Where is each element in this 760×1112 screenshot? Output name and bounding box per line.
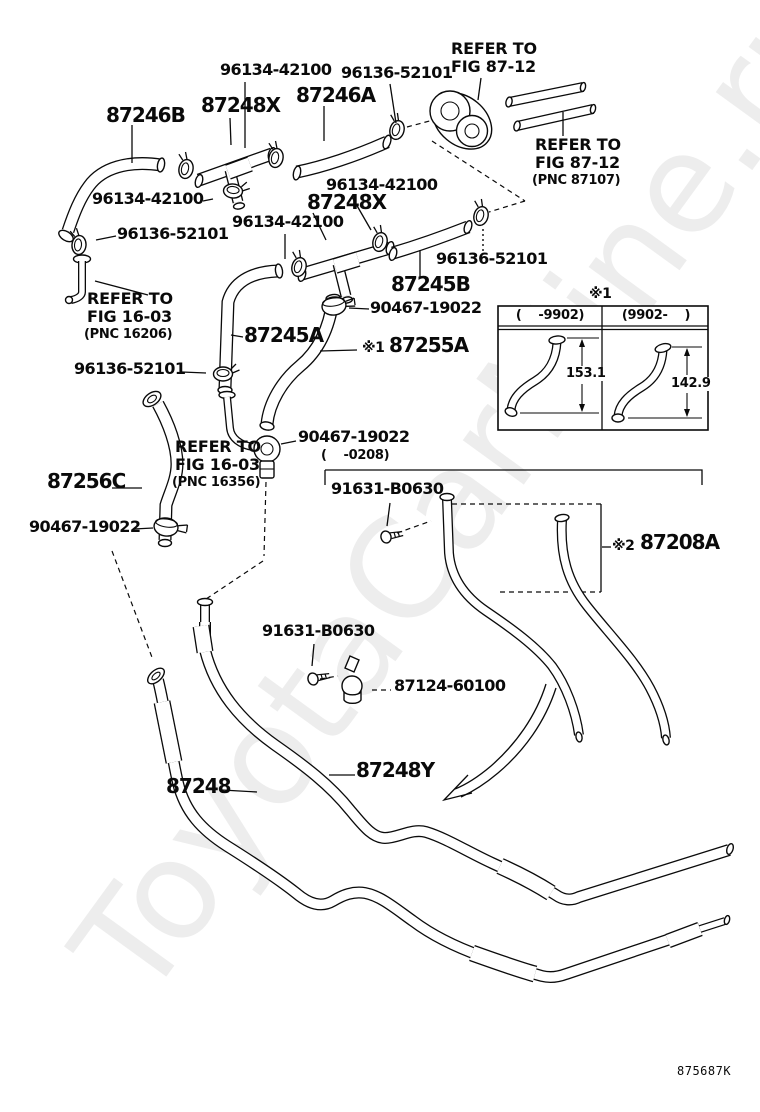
table-hose-late [611, 342, 672, 423]
label-96136-2: 96136-52101 [117, 224, 229, 243]
label-87245a: 87245A [244, 323, 324, 347]
label-87248: 87248 [166, 774, 232, 798]
label-96134-2: 96134-42100 [92, 189, 204, 208]
clamp-icon [468, 196, 493, 228]
label-96134-3: 96134-42100 [232, 212, 344, 231]
label-96134-4: 96134-42100 [326, 175, 438, 194]
label-pnc-16356: (PNC 16356) [172, 475, 261, 490]
label-96136-4: 96136-52101 [74, 359, 186, 378]
water-valve [218, 390, 281, 479]
label-87124: 87124-60100 [394, 676, 506, 695]
label-96136-3: 96136-52101 [436, 249, 548, 268]
hose-87248y [192, 597, 735, 906]
hose-87256c [142, 390, 184, 548]
label-refer-fig8712-top-line2: FIG 87-12 [451, 57, 536, 76]
date-range-bracket [324, 469, 703, 485]
label-date-0208: ( -0208) [321, 448, 390, 463]
label-pnc-87107: (PNC 87107) [532, 173, 621, 188]
direction-arrow-icon [441, 683, 557, 802]
label-96134-1: 96134-42100 [220, 60, 332, 79]
label-pnc-16206: (PNC 16206) [84, 327, 173, 342]
leader-lines [94, 77, 703, 793]
dimension-lines [520, 337, 702, 419]
clip-87124 [341, 655, 363, 705]
label-refer-fig1603-a-line1: REFER TO [87, 289, 173, 308]
label-87208a: 87208A [640, 530, 720, 554]
label-refer-fig1603-b-line1: REFER TO [175, 437, 261, 456]
table-header-early: ( -9902) [515, 308, 585, 323]
label-91631-1: 91631-B0630 [331, 479, 444, 498]
label-90467-3: 90467-19022 [298, 427, 410, 446]
label-87248x-1: 87248X [201, 93, 281, 117]
hose-87248 [147, 667, 731, 984]
hose-87246a [292, 134, 392, 181]
bolt-icon [305, 668, 332, 687]
label-87246b: 87246B [106, 103, 186, 127]
label-refer-fig8712-top-line1: REFER TO [451, 39, 537, 58]
tee-connector-2 [297, 240, 395, 304]
hose-87245b [388, 220, 473, 262]
label-table-mark: ※1 [589, 286, 612, 302]
label-star2-mark: ※2 [612, 538, 635, 554]
table-dim-late: 142.9 [670, 376, 712, 391]
heater-pipes [505, 81, 597, 132]
label-87245b: 87245B [391, 272, 471, 296]
hose-87246b [58, 157, 166, 243]
hose-87208a-2 [554, 513, 671, 746]
label-87248x-2: 87248X [307, 190, 387, 214]
label-refer-fig1603-a-line2: FIG 16-03 [87, 307, 172, 326]
table-header-late: (9902- ) [621, 308, 691, 323]
bolt-icon [378, 526, 405, 545]
doc-id: 875687K [677, 1064, 732, 1078]
label-91631-2: 91631-B0630 [262, 621, 375, 640]
label-90467-2: 90467-19022 [29, 517, 141, 536]
table-hose-early [504, 335, 566, 417]
label-87248y: 87248Y [356, 758, 435, 782]
hose-87208a-1 [439, 492, 584, 743]
label-96136-1: 96136-52101 [341, 63, 453, 82]
grommet-icon [429, 90, 493, 150]
table-dim-early: 153.1 [565, 366, 607, 381]
hose-clamp-icon [152, 515, 189, 540]
label-87246a: 87246A [296, 83, 376, 107]
label-87256c: 87256C [47, 469, 126, 493]
label-star1-mark: ※1 [362, 340, 385, 356]
clamp-icon [173, 150, 197, 181]
outlet-pipe [64, 254, 92, 305]
label-refer-fig8712-right-line1: REFER TO [535, 135, 621, 154]
label-refer-fig1603-b-line2: FIG 16-03 [175, 455, 260, 474]
label-refer-fig8712-right-line2: FIG 87-12 [535, 153, 620, 172]
dashed-lines [111, 118, 602, 691]
label-90467-1: 90467-19022 [370, 298, 482, 317]
label-87255a: 87255A [389, 333, 469, 357]
